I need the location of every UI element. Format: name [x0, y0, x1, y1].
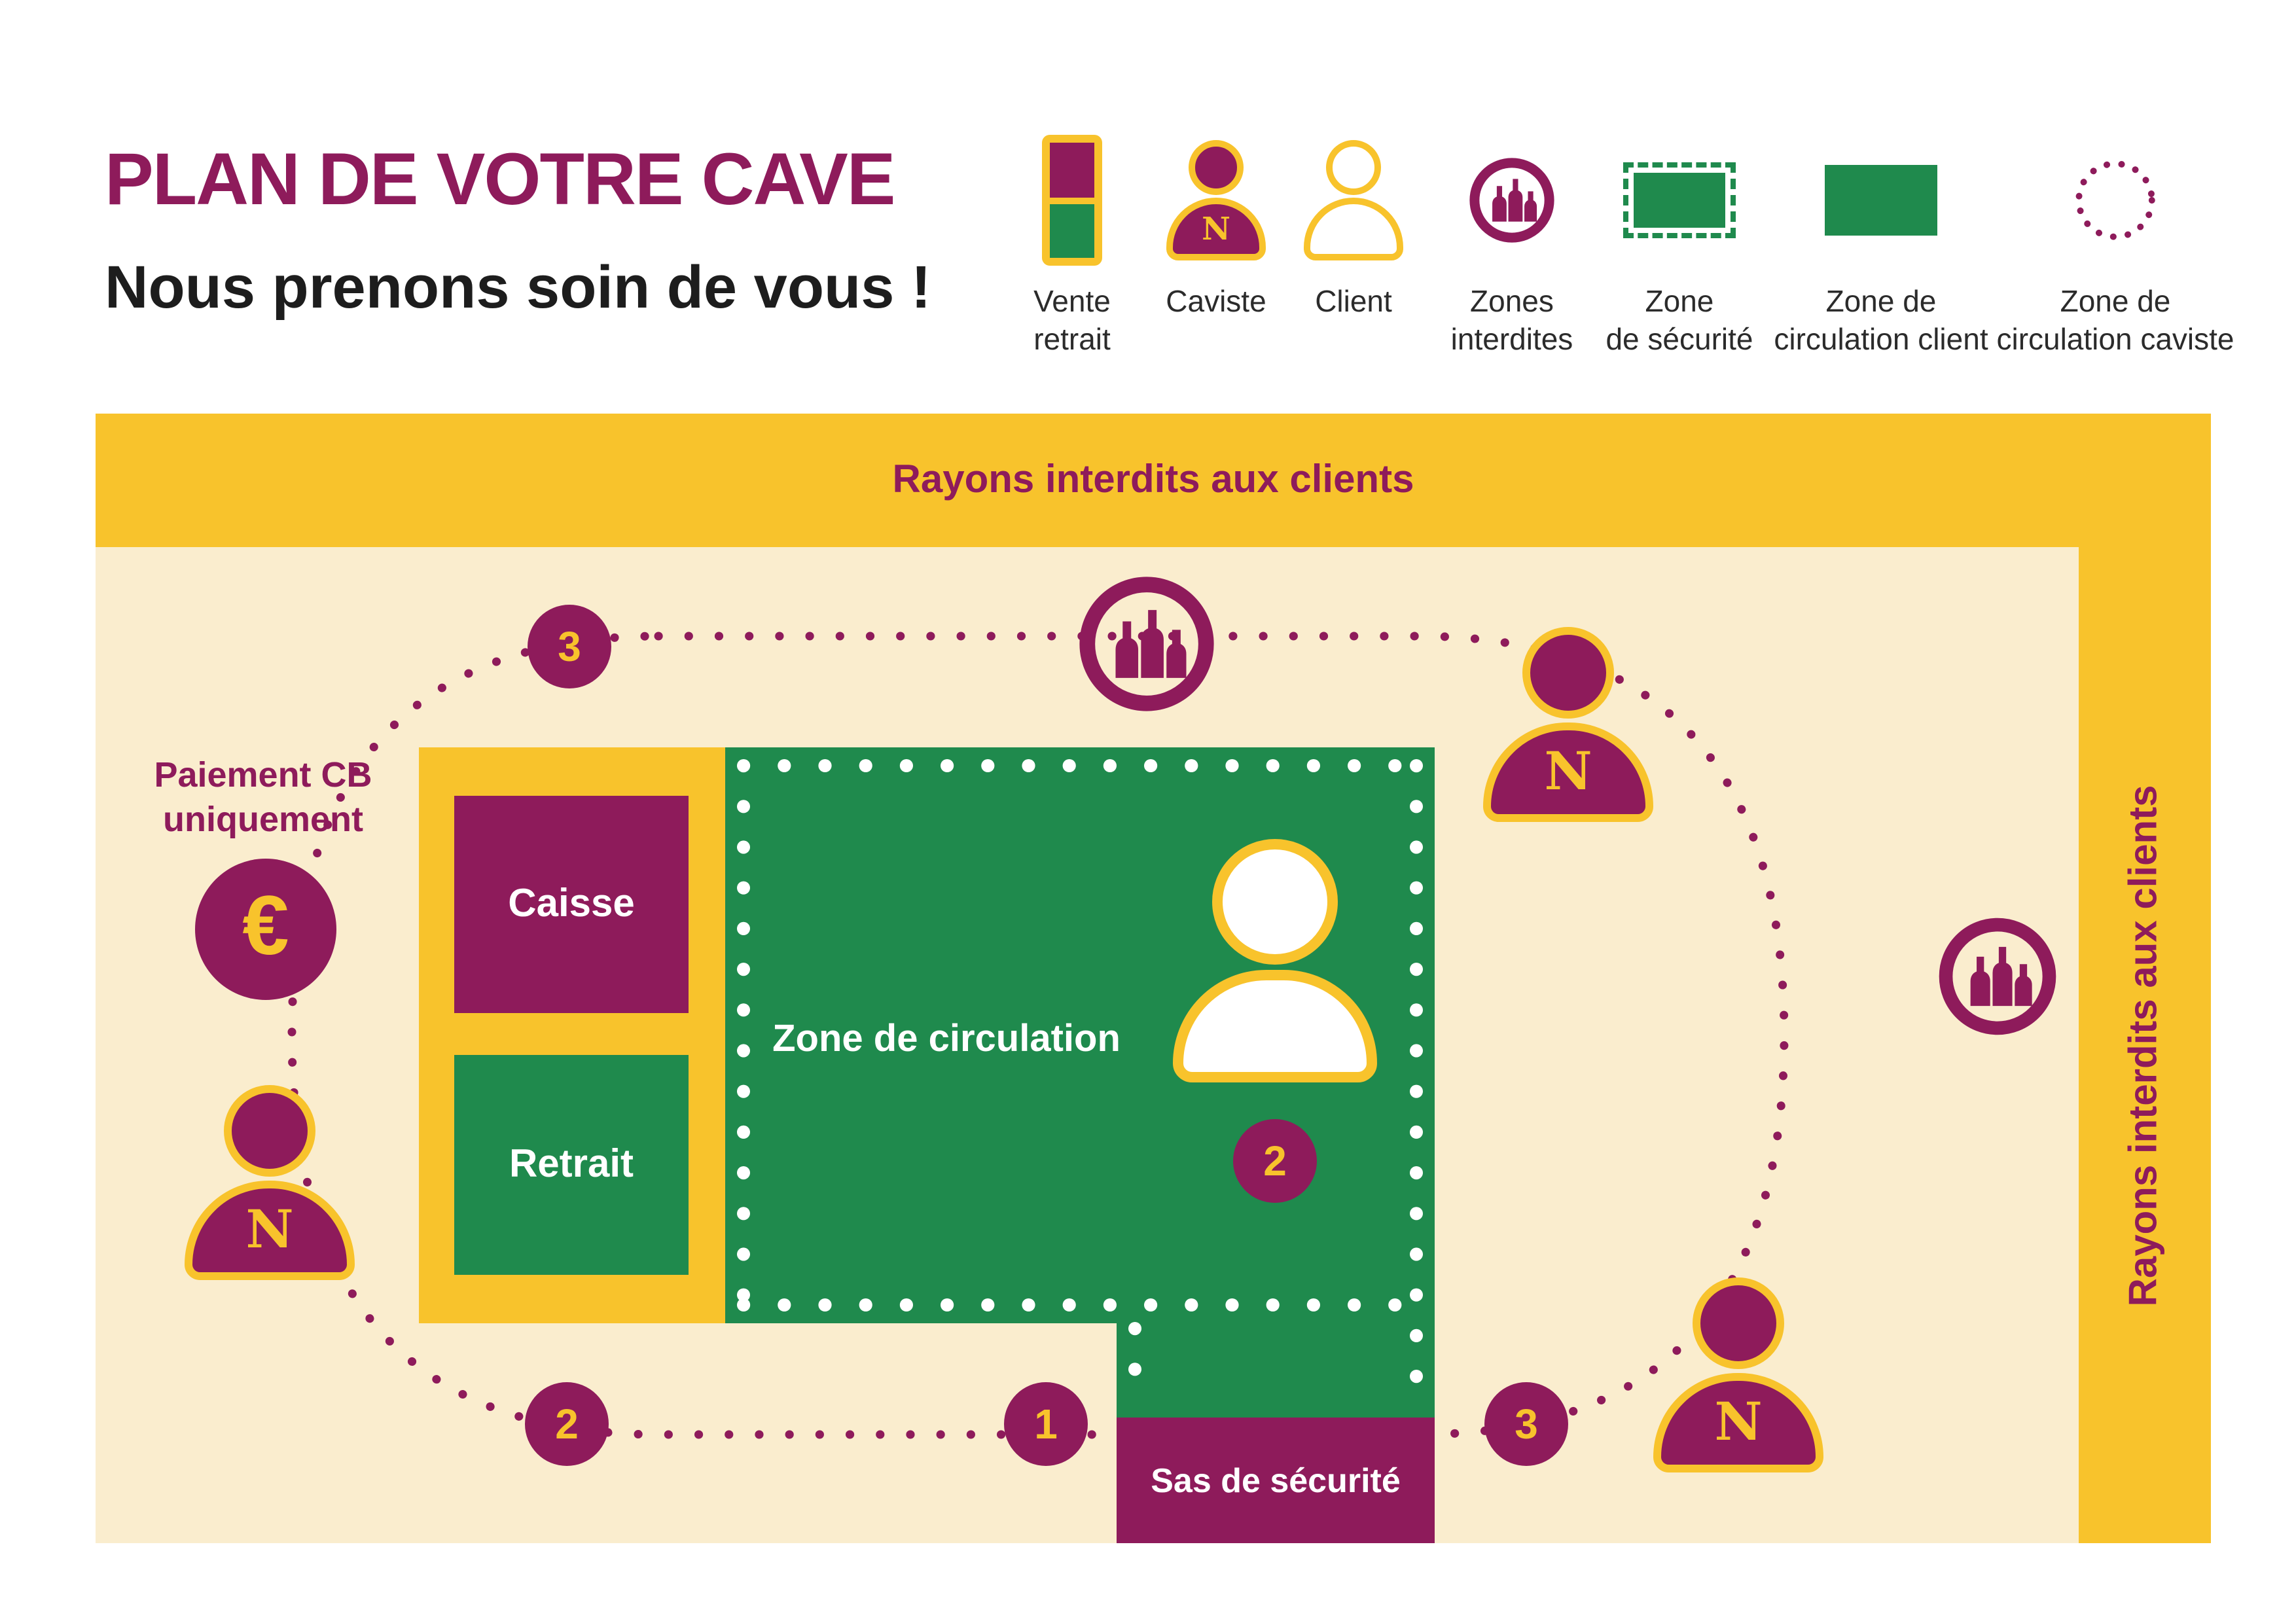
- legend-iconbox: N: [1166, 131, 1266, 270]
- client-icon: [1173, 839, 1377, 1082]
- caisse-zone: Caisse: [454, 796, 689, 1013]
- step-badge: 3: [1484, 1382, 1568, 1466]
- zone-circulation-caviste-icon: [2075, 160, 2155, 240]
- forbidden-shelves-right-band: [2079, 414, 2211, 1543]
- caviste-body: N: [1166, 198, 1266, 260]
- banner-top-label: Rayons interdits aux clients: [892, 458, 1414, 501]
- caviste-head: [1693, 1277, 1784, 1369]
- legend-item-label: Vente retrait: [1033, 284, 1111, 356]
- zones-interdites-icon: [1939, 918, 2056, 1035]
- legend-item-zones-interdites: Zones interdites: [1420, 131, 1604, 358]
- legend-item-label: Client: [1315, 284, 1392, 318]
- banner-right-wrap: Rayons interdits aux clients: [2079, 547, 2211, 1543]
- page-subtitle: Nous prenons soin de vous !: [105, 253, 931, 321]
- client-head: [1212, 839, 1338, 965]
- legend-item-caviste: N Caviste: [1151, 131, 1282, 321]
- caviste-body: N: [1653, 1373, 1823, 1472]
- legend-item-client: Client: [1288, 131, 1419, 321]
- caviste-initial: N: [1202, 209, 1230, 247]
- euro-icon: €: [195, 859, 336, 1000]
- caviste-head: [224, 1085, 315, 1177]
- circulation-zone-label: Zone de circulation: [772, 1018, 1121, 1060]
- client-position: [1173, 839, 1377, 1082]
- zones-interdites-icon: [1079, 577, 1214, 711]
- caviste-position-bottom-right: N: [1653, 1277, 1823, 1472]
- retrait-square: [1050, 204, 1094, 258]
- caviste-icon: N: [1653, 1277, 1823, 1472]
- legend-iconbox: [1623, 131, 1736, 270]
- legend-item-vente-retrait: Vente retrait: [1007, 131, 1138, 358]
- legend-item-zone-circulation-caviste: Zone de circulation caviste: [1969, 131, 2262, 358]
- legend-item-label: Zone de circulation client: [1774, 284, 1988, 356]
- legend-iconbox: [1825, 131, 1937, 270]
- caisse-label: Caisse: [508, 882, 635, 925]
- legend-item-zone-securite: Zone de sécurité: [1575, 131, 1784, 358]
- legend-item-label: Zone de circulation caviste: [1996, 284, 2234, 356]
- sas-label: Sas de sécurité: [1151, 1460, 1401, 1499]
- caviste-icon: N: [185, 1085, 355, 1280]
- vente-retrait-icon: [1042, 135, 1102, 266]
- step-badge: 1: [1004, 1382, 1088, 1466]
- caviste-circulation-path: [287, 632, 1789, 1439]
- paiement-note: Paiement CB uniquement: [154, 755, 372, 839]
- step-badge: 3: [528, 605, 611, 688]
- retrait-label: Retrait: [509, 1143, 634, 1186]
- vente-square: [1050, 143, 1094, 197]
- legend-iconbox: [1467, 131, 1556, 270]
- caviste-initial: N: [1544, 741, 1592, 802]
- banner-right-label: Rayons interdits aux clients: [2123, 784, 2166, 1306]
- client-icon: [1304, 140, 1403, 260]
- caviste-head: [1189, 140, 1244, 195]
- client-body: [1304, 198, 1403, 260]
- legend-iconbox: [1042, 131, 1102, 270]
- caviste-head: [1522, 627, 1614, 719]
- legend-item-zone-circulation-client: Zone de circulation client: [1750, 131, 2012, 358]
- step-badge: 2: [1233, 1119, 1317, 1203]
- caviste-initial: N: [245, 1199, 294, 1260]
- client-head: [1326, 140, 1381, 195]
- forbidden-shelves-top-band: [96, 414, 2211, 547]
- caviste-initial: N: [1714, 1391, 1763, 1453]
- caviste-position-left: N: [185, 1085, 355, 1280]
- circulation-zone-extension: [1117, 1323, 1435, 1418]
- legend-iconbox: [1304, 131, 1403, 270]
- retrait-zone: Retrait: [454, 1055, 689, 1275]
- sas-zone: Sas de sécurité: [1117, 1418, 1435, 1543]
- legend-item-label: Zone de sécurité: [1605, 284, 1753, 356]
- store-map: Caisse Retrait Sas de sécurité Zone de c…: [96, 414, 2211, 1543]
- page-title: PLAN DE VOTRE CAVE: [105, 137, 896, 220]
- zone-securite-icon: [1623, 162, 1736, 238]
- legend-iconbox: [2068, 131, 2162, 270]
- legend-item-label: Caviste: [1166, 284, 1266, 318]
- caviste-body: N: [1483, 722, 1653, 822]
- step-badge: 2: [525, 1382, 609, 1466]
- legend-item-label: Zones interdites: [1450, 284, 1573, 356]
- zones-interdites-icon: [1469, 158, 1554, 243]
- zone-circulation-client-icon: [1825, 165, 1937, 236]
- caviste-position-top-right: N: [1483, 627, 1653, 822]
- caviste-body: N: [185, 1181, 355, 1280]
- caviste-icon: N: [1166, 140, 1266, 260]
- client-body: [1173, 970, 1377, 1082]
- zone-securite-fill: [1634, 173, 1725, 228]
- caviste-icon: N: [1483, 627, 1653, 822]
